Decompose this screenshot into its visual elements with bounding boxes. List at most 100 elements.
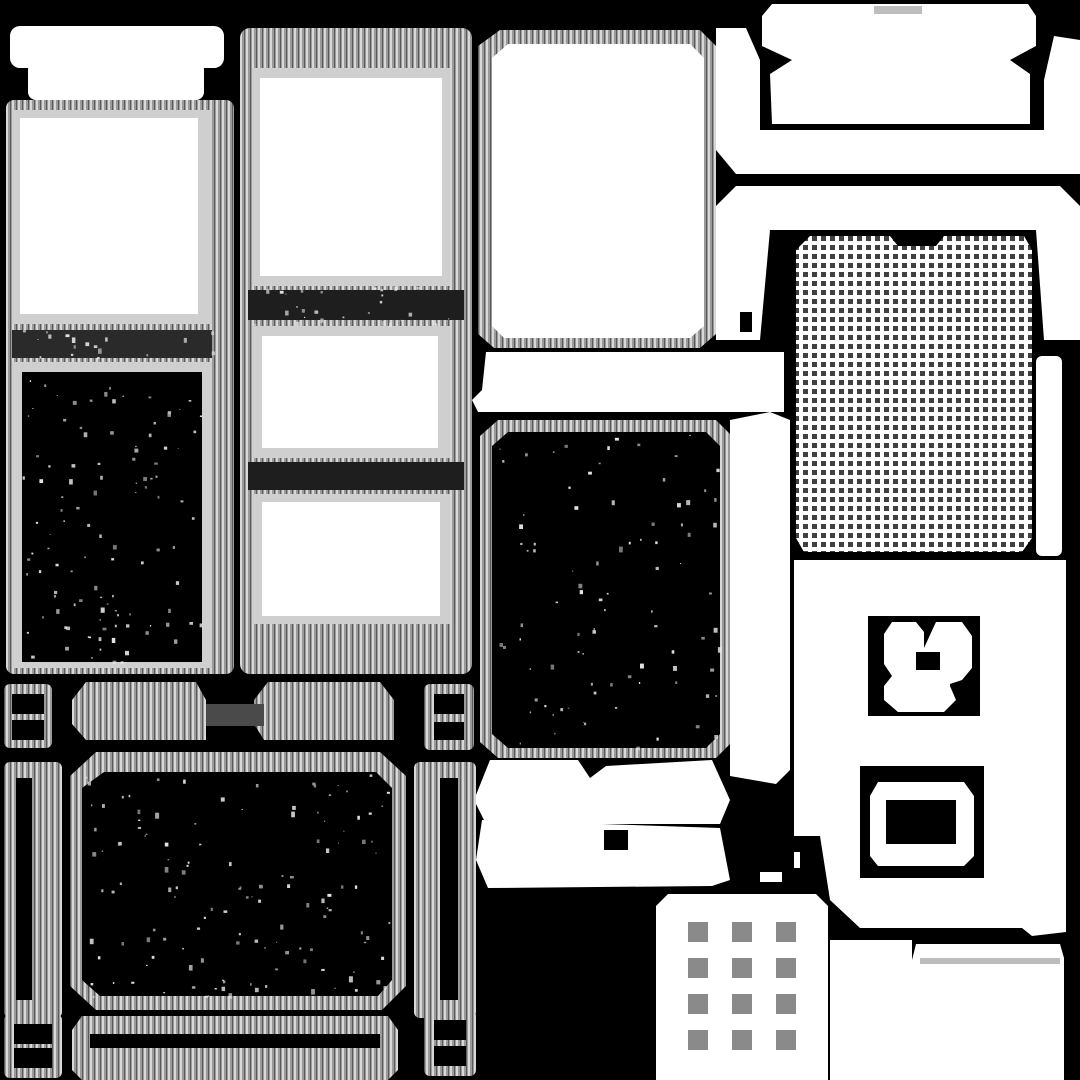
speckle — [337, 842, 339, 844]
speckle — [717, 647, 722, 653]
speckle — [287, 884, 291, 888]
speckle — [150, 477, 153, 480]
speckle — [651, 522, 655, 526]
top-right-brackets — [716, 4, 1080, 340]
speckle — [628, 541, 631, 545]
left-white-window — [20, 118, 198, 314]
speckle — [203, 916, 206, 919]
speckle — [98, 637, 102, 642]
speckle — [285, 951, 289, 955]
speckle — [102, 627, 107, 631]
speckle — [713, 627, 718, 633]
speckle — [92, 995, 95, 999]
speckle — [145, 631, 149, 635]
speckle — [389, 323, 392, 328]
speckle — [97, 357, 100, 359]
speckle — [69, 479, 73, 485]
speckle — [627, 675, 632, 679]
speckle — [79, 426, 83, 430]
speckle — [100, 607, 105, 613]
speckle — [502, 460, 505, 463]
speckle — [381, 805, 384, 807]
speckle — [129, 613, 131, 616]
speckle — [182, 947, 184, 950]
speckle — [610, 683, 613, 687]
speckle — [280, 924, 284, 930]
speckle — [373, 287, 377, 290]
speckle — [715, 695, 718, 697]
speckle — [181, 870, 186, 875]
grunge-speckles — [22, 286, 722, 999]
speckle — [26, 631, 29, 634]
speckle — [42, 616, 44, 619]
speckle — [183, 337, 187, 343]
speckle — [163, 992, 165, 994]
speckle — [63, 418, 67, 422]
speckle — [675, 681, 678, 684]
speckle — [577, 632, 580, 637]
speckle — [194, 823, 197, 825]
speckle — [258, 899, 261, 903]
speckle — [109, 387, 111, 390]
speckle — [99, 618, 101, 621]
lower-white-blobs — [474, 760, 730, 888]
speckle — [251, 896, 253, 898]
speckle — [174, 896, 176, 898]
speckle — [400, 319, 403, 322]
center-dark-window — [492, 432, 720, 748]
speckle — [238, 933, 241, 936]
speckle — [503, 645, 506, 649]
speckle — [326, 907, 329, 909]
speckle — [301, 309, 305, 313]
speckle — [705, 694, 710, 698]
speckle — [157, 495, 160, 499]
speckle — [46, 331, 48, 334]
speckle — [550, 664, 555, 670]
speckle — [44, 384, 47, 387]
speckle — [299, 947, 302, 950]
speckle — [214, 988, 217, 990]
speckle — [526, 549, 529, 552]
speckle — [128, 794, 131, 798]
speckle — [70, 570, 73, 573]
speckle — [114, 610, 117, 612]
speckle — [29, 380, 32, 382]
speckle — [76, 506, 80, 510]
speckle — [320, 318, 324, 323]
speckle — [106, 603, 109, 605]
top-left-bracket — [10, 26, 224, 100]
speckle — [35, 521, 39, 524]
speckle — [596, 561, 599, 566]
mid-white-window-middle — [262, 336, 438, 448]
speckle — [155, 475, 158, 478]
speckle — [281, 875, 284, 877]
speckle — [337, 784, 339, 787]
speckle — [245, 896, 249, 899]
speckle — [22, 476, 25, 480]
bottom-left-dark-panel — [4, 752, 476, 1018]
speckle — [66, 626, 71, 631]
speckle — [328, 794, 332, 796]
speckle — [255, 784, 259, 788]
speckle — [328, 909, 332, 912]
speckle — [93, 345, 98, 348]
speckle — [379, 300, 383, 304]
speckle — [156, 548, 160, 552]
speckle — [311, 989, 315, 995]
speckle — [704, 489, 707, 493]
speckle — [709, 592, 712, 595]
speckle — [84, 556, 86, 558]
speckle — [48, 465, 51, 468]
speckle — [101, 850, 103, 852]
speckle — [97, 956, 101, 960]
speckle — [533, 542, 536, 546]
speckle — [146, 937, 151, 943]
speckle — [714, 735, 718, 739]
speckle — [582, 653, 584, 655]
speckle — [519, 742, 521, 745]
speckle — [197, 927, 201, 930]
speckle — [552, 714, 554, 716]
speckle — [572, 570, 574, 572]
speckle — [554, 733, 556, 735]
